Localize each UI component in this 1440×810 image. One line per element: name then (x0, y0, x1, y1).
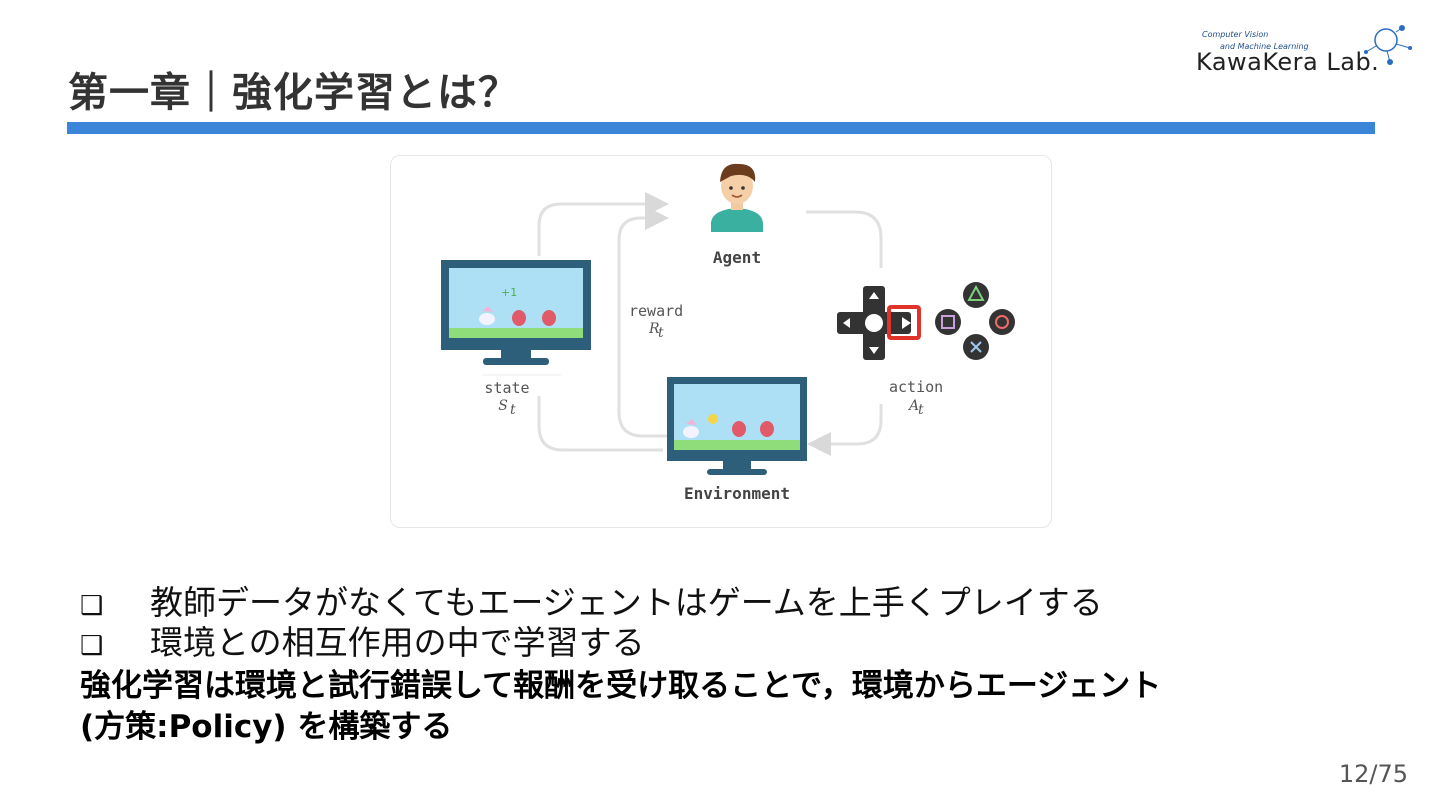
rl-diagram: Agent +1 state S t reward R t (390, 155, 1052, 528)
reward-label: reward (629, 302, 683, 320)
bullet-list: ❑ 教師データがなくてもエージェントはゲームを上手くプレイする ❑ 環境との相互作用… (80, 576, 1103, 662)
logo-line1: Computer Vision (1202, 30, 1269, 39)
network-icon (1364, 25, 1412, 65)
environment-label: Environment (684, 484, 790, 503)
controller-buttons-icon (935, 282, 1015, 360)
lab-logo: Computer Vision and Machine Learning Kaw… (1194, 22, 1424, 82)
conclusion-line2: (方策:Policy) を構築する (80, 709, 453, 745)
agent-avatar-icon (711, 163, 763, 232)
logo-name: KawaKera Lab. (1196, 48, 1380, 76)
state-symbol: S (498, 398, 508, 414)
action-label: action (889, 378, 943, 396)
bullet-text: 教師データがなくてもエージェントはゲームを上手くプレイする (150, 583, 1103, 622)
state-subscript: t (510, 402, 516, 418)
bullet-item: ❑ 環境との相互作用の中で学習する (80, 616, 1103, 662)
checkbox-bullet-icon: ❑ (80, 631, 104, 661)
agent-label: Agent (713, 248, 761, 267)
title-underline (67, 122, 1375, 134)
checkbox-bullet-icon: ❑ (80, 591, 104, 621)
bullet-text: 環境との相互作用の中で学習する (150, 623, 645, 662)
state-monitor-icon (441, 260, 591, 365)
conclusion-text: 強化学習は環境と試行錯誤して報酬を受け取ることで，環境からエージェント (方策:… (80, 666, 1380, 748)
state-label: state (484, 379, 529, 397)
action-subscript: t (918, 402, 924, 418)
conclusion-line1: 強化学習は環境と試行錯誤して報酬を受け取ることで，環境からエージェント (80, 668, 1162, 704)
reward-plus-one: +1 (501, 286, 517, 299)
reward-subscript: t (658, 325, 664, 341)
slide-title: 第一章｜強化学習とは？ (68, 70, 519, 116)
bullet-item: ❑ 教師データがなくてもエージェントはゲームを上手くプレイする (80, 576, 1103, 622)
dpad-icon (837, 286, 921, 360)
environment-monitor-icon (667, 377, 807, 475)
logo-line2: and Machine Learning (1220, 42, 1309, 51)
action-symbol: A (907, 398, 919, 414)
page-number: 12/75 (1338, 760, 1408, 788)
reward-symbol: R (648, 321, 660, 337)
